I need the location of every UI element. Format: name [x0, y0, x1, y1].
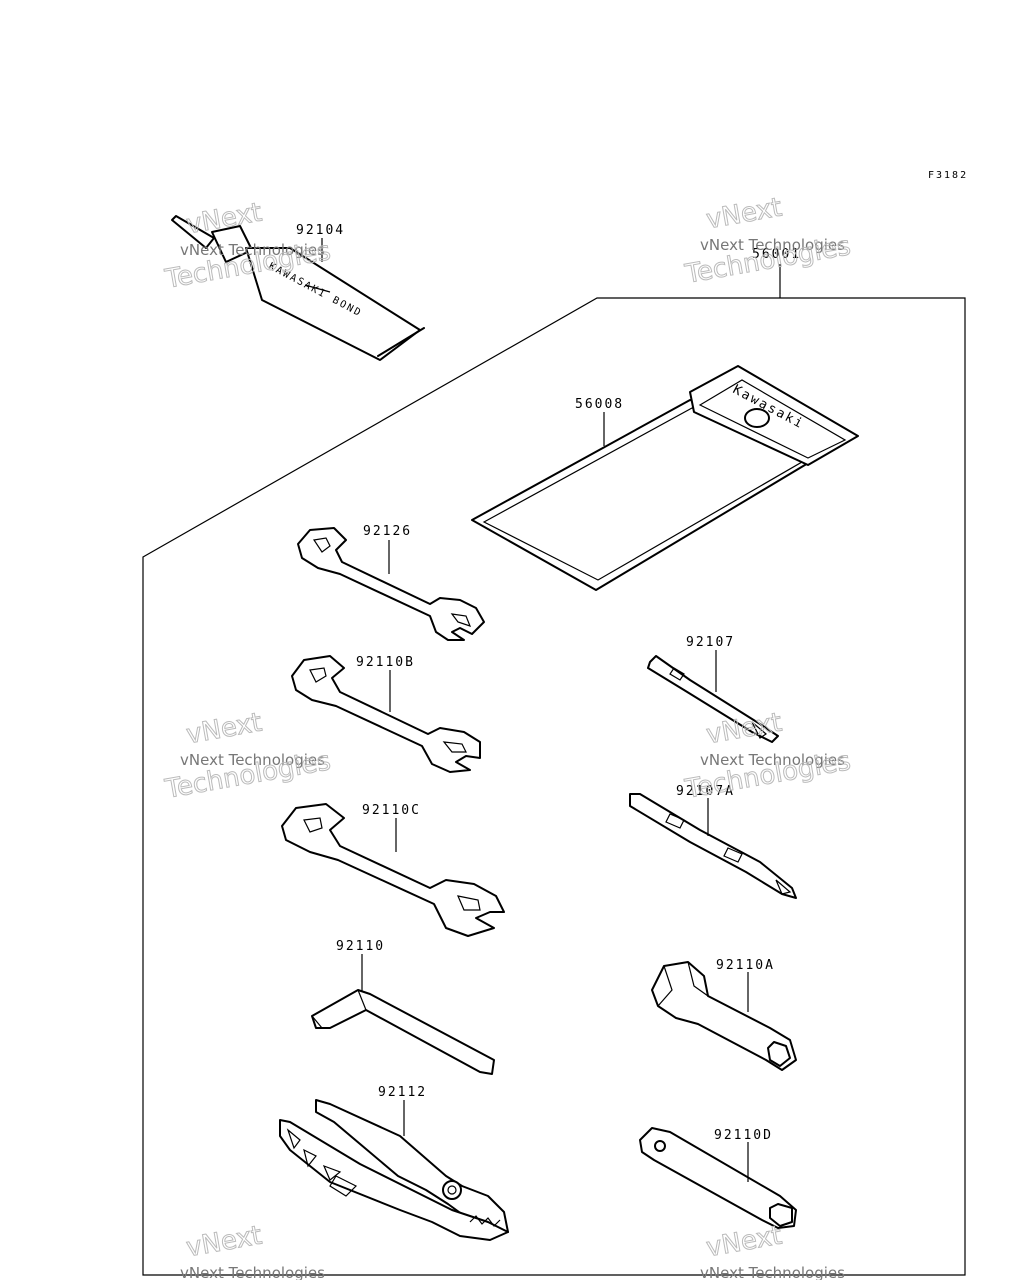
screwdriver-92107[interactable]	[647, 655, 779, 743]
tool-case[interactable]	[471, 365, 859, 591]
watermark-mid-left: vNext vNext Technologies Technologies	[162, 707, 334, 805]
socket-hex-opening	[767, 1041, 791, 1067]
wrench-92110c[interactable]	[281, 803, 505, 937]
case-snap-button	[744, 408, 770, 428]
svg-text:vNext: vNext	[184, 708, 264, 751]
part-number-92107[interactable]: 92107	[686, 635, 735, 650]
tube-nozzle	[171, 215, 215, 249]
part-number-92110c[interactable]: 92110C	[362, 803, 421, 818]
svg-text:vNext Technologies: vNext Technologies	[700, 1264, 845, 1280]
svg-text:vNext Technologies: vNext Technologies	[180, 241, 325, 259]
part-number-92110d[interactable]: 92110D	[714, 1128, 773, 1143]
svg-text:vNext Technologies: vNext Technologies	[180, 751, 325, 769]
svg-text:vNext Technologies: vNext Technologies	[180, 1264, 325, 1280]
bond-tube[interactable]	[171, 215, 425, 361]
svg-text:vNext: vNext	[704, 1221, 784, 1264]
tool-kit-outline	[142, 297, 966, 1276]
tube-body	[245, 247, 421, 361]
part-number-92110a[interactable]: 92110A	[716, 958, 775, 973]
part-number-92110[interactable]: 92110	[336, 939, 385, 954]
screwdriver-bit-92107a[interactable]	[629, 793, 797, 899]
svg-text:vNext: vNext	[184, 1221, 264, 1264]
part-number-92112[interactable]: 92112	[378, 1085, 427, 1100]
hex-key-92110[interactable]	[311, 989, 495, 1075]
pliers-92112[interactable]	[279, 1099, 509, 1241]
svg-text:vNext: vNext	[184, 198, 264, 241]
socket-wrench-92110a[interactable]	[651, 961, 797, 1071]
wrench-92126[interactable]	[297, 527, 485, 641]
svg-text:vNext: vNext	[704, 193, 784, 236]
watermark-top-right: vNext vNext Technologies Technologies	[682, 192, 854, 290]
part-number-56001[interactable]: 56001	[752, 247, 801, 262]
part-number-92104[interactable]: 92104	[296, 223, 345, 238]
part-number-92126[interactable]: 92126	[363, 524, 412, 539]
watermark-mid-right: vNext vNext Technologies Technologies	[682, 707, 854, 805]
part-number-56008[interactable]: 56008	[575, 397, 624, 412]
tool-case-flap	[689, 365, 859, 466]
svg-text:vNext: vNext	[704, 708, 784, 751]
spark-plug-wrench-92110d[interactable]	[639, 1127, 797, 1229]
svg-text:vNext Technologies: vNext Technologies	[700, 236, 845, 254]
watermark-bottom-left: vNext vNext Technologies	[180, 1220, 325, 1280]
pliers-pivot	[442, 1180, 462, 1200]
tommy-bar-hole	[654, 1140, 666, 1152]
figure-code: F3182	[928, 170, 968, 181]
part-number-92107a[interactable]: 92107A	[676, 784, 735, 799]
svg-text:vNext Technologies: vNext Technologies	[700, 751, 845, 769]
part-number-92110b[interactable]: 92110B	[356, 655, 415, 670]
plug-socket-opening	[769, 1203, 793, 1227]
wrench-92110b[interactable]	[291, 655, 481, 773]
